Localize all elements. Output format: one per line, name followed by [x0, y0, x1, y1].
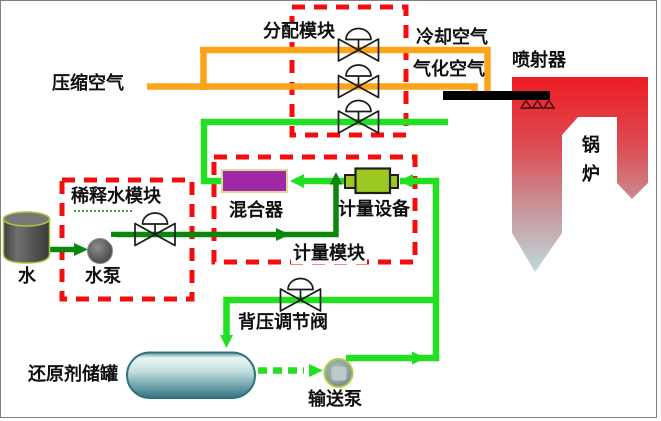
boiler-shape — [512, 77, 648, 272]
arrow-water-forward — [276, 228, 290, 241]
cooling-air-label: 冷却空气 — [416, 27, 488, 48]
compressed-air-pipe — [147, 83, 478, 93]
arrow-into-metering-device — [399, 174, 413, 188]
cooling-air-pipe — [200, 46, 491, 93]
water-tank — [2, 211, 51, 264]
mixer-block — [221, 169, 288, 193]
compressed-air-label: 压缩空气 — [52, 73, 124, 94]
metering-device-label: 计量设备 — [338, 199, 410, 220]
metering-device-block — [344, 167, 399, 195]
dilution-module-label: 稀释水模块 — [71, 186, 161, 207]
water-pump-label: 水泵 — [85, 266, 121, 287]
mixer-label: 混合器 — [229, 200, 283, 221]
arrow-into-transfer-pump — [309, 364, 323, 377]
arrow-water-to-pump — [74, 243, 88, 256]
reagent-supply-pipe — [346, 177, 440, 362]
water-pump-icon — [87, 237, 116, 264]
reductant-storage-tank — [126, 351, 256, 399]
boiler-label: 锅炉 — [578, 135, 600, 193]
transfer-pump-icon — [323, 358, 354, 388]
mixture-supply-pipe — [200, 118, 448, 185]
arrow-pump-discharge — [412, 351, 426, 365]
injector-lance — [443, 91, 550, 100]
transfer-pump-label: 输送泵 — [308, 389, 362, 410]
reductant-tank-label: 还原剂储罐 — [28, 364, 118, 385]
dilution-module-box — [59, 177, 195, 302]
arrow-into-mixer — [290, 174, 304, 188]
arrow-water-up — [329, 172, 343, 185]
dilution-water-pipe — [111, 184, 339, 238]
spellcheck-underline — [74, 205, 132, 212]
injector-label: 喷射器 — [512, 50, 566, 71]
distribution-module-box — [289, 4, 409, 138]
spray-nozzle-icon — [519, 99, 556, 109]
distribution-module-label: 分配模块 — [261, 21, 337, 42]
arrow-return-to-tank — [220, 335, 233, 348]
metering-module-label: 计量模块 — [291, 243, 367, 264]
back-pressure-return-pipe — [223, 296, 436, 338]
gasification-air-label: 气化空气 — [413, 59, 485, 80]
back-pressure-valve-label: 背压调节阀 — [236, 312, 330, 333]
water-label: 水 — [18, 266, 36, 287]
